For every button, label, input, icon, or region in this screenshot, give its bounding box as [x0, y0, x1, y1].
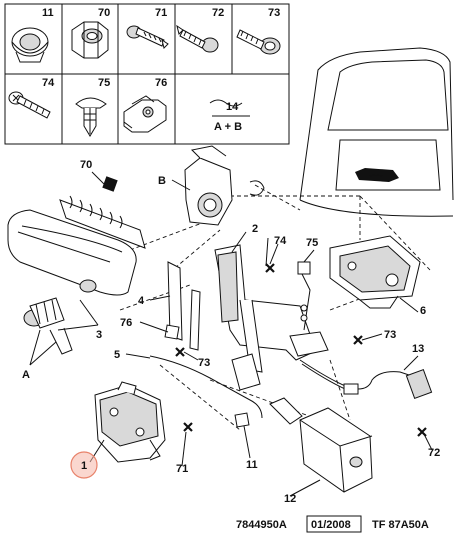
callout-a: A	[22, 369, 30, 381]
kit-note: 14 A + B	[209, 99, 250, 133]
lock-mechanism	[94, 381, 166, 463]
callout-11: 11	[246, 459, 258, 471]
callout-74: 74	[274, 235, 287, 247]
legend-num-73: 73	[268, 7, 280, 19]
callout-4: 4	[138, 295, 145, 307]
countersunk-screw-icon	[8, 91, 51, 119]
footer: 7844950A 01/2008 TF 87A50A	[236, 515, 429, 533]
callout-75: 75	[306, 237, 318, 249]
callout-70: 70	[80, 159, 92, 171]
footer-code: TF 87A50A	[372, 519, 429, 531]
fastener-legend: 11 70 71 72 73 74 75 76	[4, 3, 290, 145]
callout-72: 72	[428, 447, 440, 459]
callout-12: 12	[284, 493, 296, 505]
grommet-icon	[11, 27, 49, 63]
tailgate-latch-unit	[329, 235, 421, 309]
outside-handle	[7, 195, 146, 296]
flanged-screw-icon	[236, 29, 281, 55]
self-tapping-screw-icon	[176, 24, 219, 53]
spring-nut-icon	[123, 95, 167, 133]
nut-icon	[71, 21, 109, 59]
legend-num-75: 75	[98, 77, 110, 89]
callout-b: B	[158, 175, 166, 187]
nut-70-marker	[102, 176, 118, 192]
fastener-markers	[164, 261, 427, 437]
footer-date: 01/2008	[311, 519, 351, 531]
linkage-rod	[167, 261, 201, 351]
lock-barrel	[23, 297, 73, 355]
legend-num-70: 70	[98, 7, 110, 19]
latch-bracket-b	[184, 145, 265, 226]
legend-num-72: 72	[212, 7, 224, 19]
callout-1: 1	[81, 460, 87, 472]
callout-6: 6	[420, 305, 426, 317]
callout-3: 3	[96, 329, 102, 341]
callout-leaders	[29, 171, 433, 497]
footer-reference: 7844950A	[236, 519, 287, 531]
kit-note-number: 14	[226, 101, 239, 113]
vehicle-rear-outline	[299, 47, 454, 217]
legend-num-76: 76	[155, 77, 167, 89]
callout-1-highlight	[70, 451, 98, 479]
callout-76: 76	[120, 317, 132, 329]
callout-labels: 70 B 2 74 75 4 6 76 3 73 5 13 73 A 72 1 …	[22, 159, 440, 505]
callout-2: 2	[252, 223, 258, 235]
legend-num-74: 74	[42, 77, 55, 89]
actuator	[269, 397, 373, 493]
legend-num-11: 11	[42, 7, 54, 19]
clip-rivet-icon	[75, 97, 107, 137]
central-bracket	[214, 244, 329, 391]
callout-73-right: 73	[384, 329, 396, 341]
release-cable	[149, 355, 263, 419]
callout-13: 13	[412, 343, 424, 355]
wiring-harness	[299, 359, 433, 399]
screw-icon	[126, 25, 169, 49]
callout-71: 71	[176, 463, 188, 475]
legend-num-71: 71	[155, 7, 167, 19]
callout-73-left: 73	[198, 357, 210, 369]
kit-note-text: A + B	[214, 121, 242, 133]
callout-5: 5	[114, 349, 120, 361]
